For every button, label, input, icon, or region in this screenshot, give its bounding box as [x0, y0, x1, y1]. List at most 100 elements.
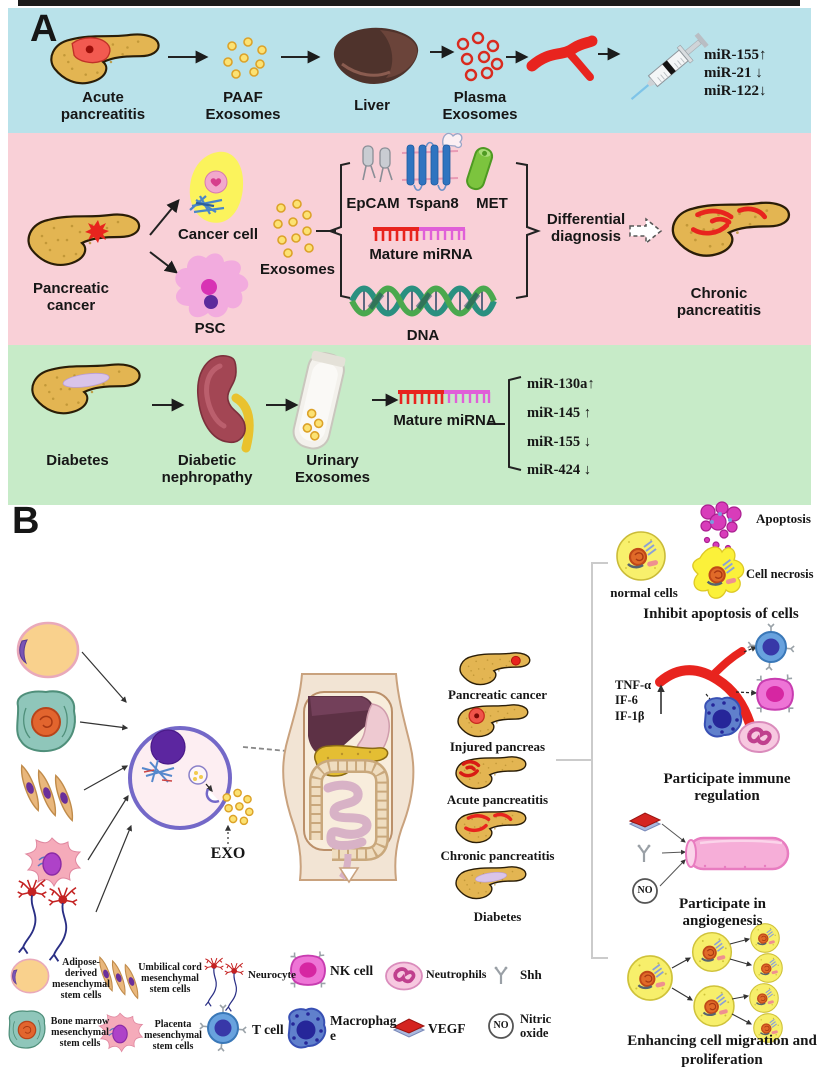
angiogenesis-arrows	[659, 823, 686, 887]
shh-icon	[636, 843, 652, 864]
macrophage-icon	[703, 696, 743, 738]
legend-nitric-oxide-label: Nitric oxide	[520, 1012, 552, 1041]
heading-proliferation: Enhancing cell migration and proliferati…	[627, 1033, 817, 1068]
immune-vessel-icon	[655, 647, 755, 729]
bracket-mirna	[487, 376, 522, 471]
epcam-label: EpCAM	[346, 195, 400, 212]
legend-neurocyte-icon	[205, 958, 244, 1011]
cell-necrosis-icon	[692, 546, 745, 599]
legend-placenta-label: Placenta mesenchymal stem cells	[144, 1019, 202, 1052]
secreting-cell-icon	[128, 726, 254, 830]
proliferation-tree	[628, 924, 782, 1043]
grouping-bracket	[556, 562, 608, 959]
dashed-arrow-icon	[629, 217, 663, 245]
arrow-icon	[149, 198, 180, 236]
human-torso-icon	[282, 673, 415, 884]
legend-umbilical-label: Umbilical cord mesenchymal stem cells	[138, 962, 202, 995]
exosomes-label: Exosomes	[259, 261, 336, 278]
panel-b-label: B	[12, 500, 40, 542]
dna-icon	[349, 285, 497, 317]
mir-21-down-label: miR-21 ↓	[704, 65, 763, 81]
legend-vegf-icon	[393, 1018, 425, 1038]
syringe-icon	[630, 32, 709, 100]
legend-neutrophil-icon	[384, 960, 424, 992]
vessel-tube-icon	[685, 836, 790, 871]
legend-t-cell-label: T cell	[252, 1022, 284, 1037]
exo-label: EXO	[210, 845, 246, 862]
diabetes-small-icon	[455, 866, 527, 900]
legend-bone-marrow-label: Bone marrow mesenchymal stem cells	[50, 1016, 110, 1049]
cytokines-label: TNF-α IF-6 IF-1β	[615, 678, 652, 723]
legend-shh-label: Shh	[520, 967, 542, 982]
epcam-icon	[362, 145, 393, 183]
apoptosis-label: Apoptosis	[756, 511, 811, 526]
stem-cell-umbilical-icon	[18, 764, 77, 822]
bracket-left	[316, 162, 351, 299]
mir-145-label: miR-145 ↑	[527, 405, 592, 421]
vegf-icon	[629, 812, 661, 832]
blood-vessel-icon	[526, 35, 598, 81]
disease-chronic-pancreatitis-label: Chronic pancreatitis	[440, 848, 555, 863]
mir-122-down-label: miR-122↓	[704, 83, 767, 99]
legend-vegf-label: VEGF	[428, 1021, 466, 1036]
diabetic-nephropathy-label: Diabetic nephropathy	[161, 452, 253, 486]
top-border-bar	[18, 0, 800, 6]
bracket-right	[515, 162, 541, 299]
legend-shh-icon	[493, 965, 509, 986]
psc-label: PSC	[194, 320, 226, 337]
differential-diagnosis-label: Differential diagnosis	[546, 211, 626, 245]
mir-424-label: miR-424 ↓	[527, 462, 592, 478]
heading-immune-regulation: Participate immune regulation	[663, 771, 791, 804]
legend-no-badge-label: NO	[493, 1020, 509, 1031]
acute-pancreatitis-label: Acute pancreatitis	[60, 89, 146, 123]
dashed-arrow-to-body	[242, 747, 298, 752]
legend-macrophage-icon	[287, 1007, 327, 1049]
diabetes-label: Diabetes	[46, 452, 109, 469]
stem-cell-placenta-icon	[25, 837, 81, 887]
liver-label: Liver	[354, 97, 390, 114]
normal-cell-icon	[616, 531, 666, 581]
plasma-exosomes-label: Plasma Exosomes	[442, 89, 518, 123]
chronic-pancreatitis-small-icon	[455, 810, 527, 844]
cancer-cell-icon	[189, 151, 244, 223]
injured-pancreas-icon	[457, 704, 529, 738]
acute-pancreatitis-small-icon	[455, 756, 527, 790]
pancreatic-cancer-label: Pancreatic cancer	[33, 280, 109, 314]
legend-bone-marrow-icon	[8, 1010, 46, 1049]
arrow-icon	[149, 251, 179, 274]
kidney-icon	[197, 355, 254, 453]
tspan8-label: Tspan8	[407, 195, 459, 212]
apoptosis-icon	[700, 501, 742, 552]
acute-pancreas-icon	[50, 33, 160, 85]
mir-155-up-label: miR-155↑	[704, 47, 767, 63]
disease-injured-pancreas-label: Injured pancreas	[449, 739, 546, 754]
neurocyte-icon	[18, 880, 77, 961]
legend-neutrophils-label: Neutrophils	[426, 967, 487, 981]
paaf-exosomes-label: PAAF Exosomes	[205, 89, 281, 123]
heading-inhibit-apoptosis: Inhibit apoptosis of cells	[643, 606, 799, 622]
mature-mirna-label: Mature miRNA	[393, 412, 497, 429]
met-label: MET	[476, 195, 508, 212]
disease-acute-pancreatitis-label: Acute pancreatitis	[446, 792, 549, 807]
urinary-exosomes-label: Urinary Exosomes	[294, 452, 371, 486]
liver-icon	[333, 27, 419, 85]
stem-cell-adipose-icon	[16, 621, 80, 679]
normal-cells-label: normal cells	[610, 585, 678, 600]
stem-cell-bone-marrow-icon	[16, 690, 76, 753]
arrows-to-cell	[79, 651, 132, 913]
cancer-cell-label: Cancer cell	[177, 226, 259, 243]
cell-necrosis-label: Cell necrosis	[746, 567, 814, 581]
mature-mirna-label: Mature miRNA	[369, 246, 473, 263]
diabetes-pancreas-icon	[31, 363, 141, 415]
met-icon	[466, 147, 494, 191]
neutrophil-icon	[739, 722, 779, 752]
legend-adipose-icon	[10, 958, 50, 994]
mir-130a-label: miR-130a↑	[527, 376, 595, 392]
psc-cell-icon	[175, 253, 249, 318]
pancreatic-cancer-icon	[27, 213, 141, 267]
legend-macrophage-label: Macrophag e	[330, 1013, 397, 1043]
urine-tube-icon	[292, 350, 346, 450]
no-badge-label: NO	[637, 885, 653, 896]
